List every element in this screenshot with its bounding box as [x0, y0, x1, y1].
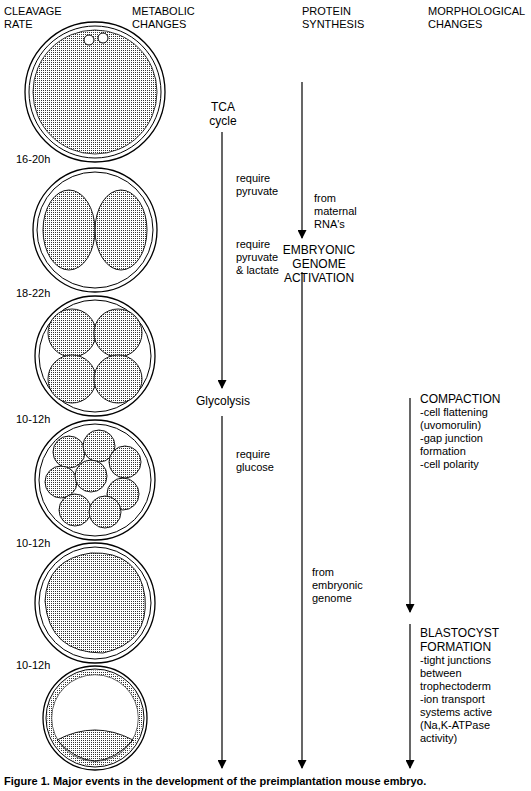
zona-inner	[39, 547, 151, 659]
four-cell-embryo	[35, 296, 155, 416]
timeline-arrow	[221, 416, 222, 768]
blastomere	[48, 355, 96, 403]
blastomere	[94, 309, 142, 357]
zona-inner	[29, 26, 161, 158]
zona-outer	[35, 543, 155, 663]
timeline-arrow	[221, 132, 222, 388]
blastomere	[109, 446, 141, 478]
blastomere	[59, 494, 91, 526]
timeline-arrow	[409, 398, 410, 612]
blastomere	[43, 190, 95, 270]
zona-inner	[39, 300, 151, 412]
requirement-note: require glucose	[236, 448, 288, 474]
requirement-note: require pyruvate & lactate	[236, 238, 288, 277]
cleavage-time: 16-20h	[16, 153, 66, 166]
eight-cell-embryo	[35, 420, 155, 540]
zona-outer	[33, 168, 157, 292]
stage-label: Glycolysis	[196, 394, 266, 408]
two-cell-embryo	[33, 168, 157, 292]
zona-outer	[35, 420, 155, 540]
zona-inner	[37, 172, 153, 288]
zygote	[25, 22, 165, 162]
blastomere	[95, 190, 147, 270]
column-heading: CLEAVAGE RATE	[4, 5, 66, 31]
zona-outer	[35, 296, 155, 416]
stage-label: COMPACTION	[420, 392, 524, 406]
pronucleus	[84, 35, 94, 45]
zona-inner	[46, 669, 144, 767]
requirement-note: require pyruvate	[236, 172, 288, 198]
cleavage-time: 10-12h	[16, 659, 66, 672]
feature-item: -cell flattening (uvomorulin)	[420, 406, 524, 432]
feature-item: -tight junctions between trophectoderm	[420, 654, 524, 693]
cleavage-time: 10-12h	[16, 413, 66, 426]
trophectoderm	[50, 673, 141, 764]
stage-label: EMBRYONIC GENOME ACTIVATION	[258, 243, 380, 285]
zona-outer	[43, 666, 147, 770]
morula	[35, 543, 155, 663]
blastomere	[75, 460, 107, 492]
cleavage-time: 18-22h	[16, 287, 66, 300]
column-heading: METABOLIC CHANGES	[132, 5, 212, 31]
timeline-arrow	[301, 82, 302, 238]
stage-label: BLASTOCYST FORMATION	[420, 626, 524, 654]
feature-item: -gap junction formation	[420, 432, 524, 458]
compacted-cells	[45, 553, 145, 653]
trophectoderm-edge	[52, 675, 139, 762]
blastomere	[48, 309, 96, 357]
pronucleus	[98, 33, 108, 43]
timeline-arrow	[301, 272, 302, 768]
feature-item: -cell polarity	[420, 458, 524, 471]
blastomere	[45, 466, 77, 498]
zona-outer	[25, 22, 165, 162]
column-heading: MORPHOLOGICAL CHANGES	[428, 5, 528, 31]
stage-label: TCA cycle	[200, 100, 246, 128]
blastocyst	[43, 666, 147, 770]
zona-inner	[39, 424, 151, 536]
synthesis-note: from maternal RNA's	[314, 192, 366, 231]
blastomere	[94, 355, 142, 403]
figure-caption: Figure 1. Major events in the developmen…	[4, 775, 426, 788]
inner-cell-mass	[57, 730, 133, 761]
cytoplasm	[33, 30, 157, 154]
blastomere	[89, 496, 121, 528]
column-heading: PROTEIN SYNTHESIS	[302, 5, 380, 31]
cleavage-time: 10-12h	[16, 537, 66, 550]
blastomere	[53, 436, 85, 468]
feature-item: -ion transport systems active (Na,K-ATPa…	[420, 693, 524, 745]
timeline-arrow	[409, 624, 410, 768]
synthesis-note: from embryonic genome	[312, 566, 370, 605]
